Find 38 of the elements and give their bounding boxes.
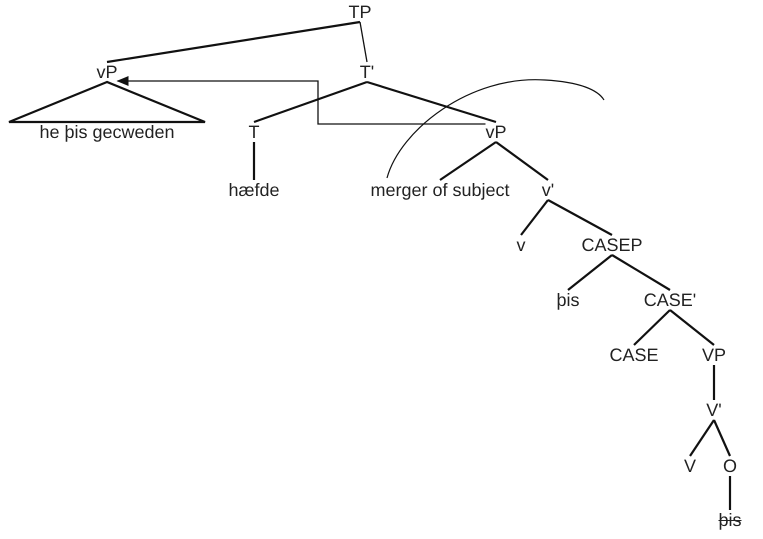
tree-branch bbox=[728, 476, 732, 510]
tree-label: O bbox=[723, 456, 737, 476]
tree-branch bbox=[254, 80, 368, 124]
tree-label: T' bbox=[360, 62, 374, 82]
tree-label: v' bbox=[542, 180, 554, 200]
tree-branch bbox=[713, 420, 731, 456]
movement-arrow bbox=[116, 76, 486, 125]
tree-branch bbox=[611, 254, 671, 291]
tree-label: v bbox=[516, 235, 526, 255]
tree-label: þis bbox=[556, 290, 580, 310]
tree-label: þis bbox=[718, 510, 742, 530]
tree-branch bbox=[633, 309, 671, 346]
tree-branch bbox=[547, 199, 613, 236]
tree-branch bbox=[712, 365, 716, 400]
tree-branch bbox=[359, 22, 368, 62]
tree-label: vP bbox=[486, 122, 506, 142]
tree-branch bbox=[669, 309, 715, 346]
tree-label: CASE' bbox=[644, 290, 696, 310]
tree-label: CASEP bbox=[581, 235, 643, 255]
tree-label: V' bbox=[706, 400, 722, 420]
tree-branch bbox=[520, 199, 549, 236]
tree-branch bbox=[567, 254, 613, 291]
tree-label: V bbox=[684, 456, 696, 476]
tree-label: he þis gecweden bbox=[39, 122, 175, 142]
tree-label: vP bbox=[96, 62, 118, 82]
tree-label: TP bbox=[348, 2, 372, 22]
tree-branch bbox=[252, 142, 256, 180]
tree-label: VP bbox=[702, 345, 726, 365]
tree-branch bbox=[366, 80, 496, 124]
triangle-branch bbox=[8, 80, 206, 124]
tree-branch bbox=[439, 141, 497, 181]
tree-label: merger of subject bbox=[370, 180, 510, 200]
tree-branch bbox=[106, 20, 360, 64]
tree-branch bbox=[689, 419, 715, 457]
tree-label: CASE bbox=[609, 345, 659, 365]
tree-label: T bbox=[248, 122, 260, 142]
tree-label: hæfde bbox=[228, 180, 280, 200]
tree-branch bbox=[495, 141, 549, 181]
